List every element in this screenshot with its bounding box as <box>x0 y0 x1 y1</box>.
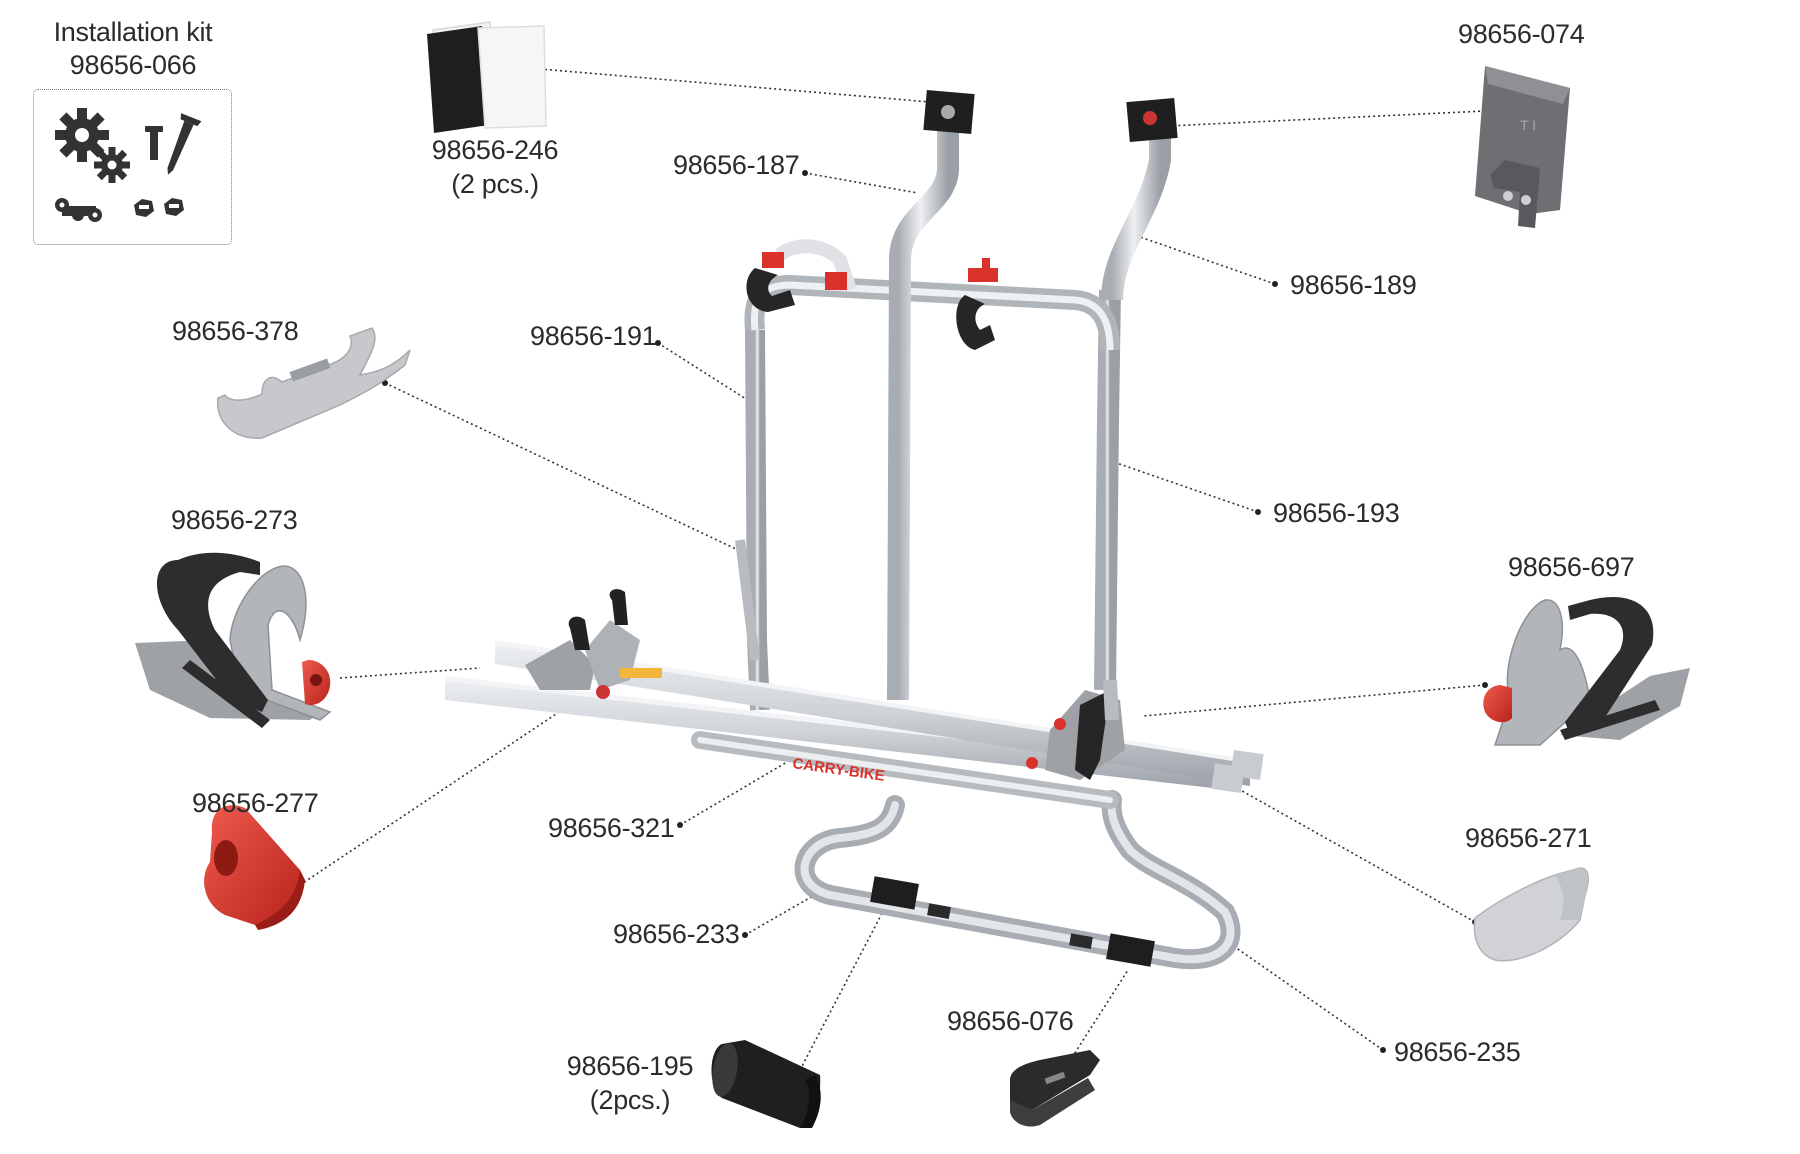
part-label-98656-076: 98656-076 <box>947 1006 1074 1036</box>
nut-icon <box>134 199 154 217</box>
wheel-holder-right-image <box>1483 597 1690 746</box>
installation-kit-title: Installation kit <box>53 17 213 47</box>
gear-icon <box>55 108 109 162</box>
part-qty-98656-246: (2 pcs.) <box>451 169 539 199</box>
grey-clamp-image <box>216 327 411 439</box>
part-label-98656-277: 98656-277 <box>192 788 319 818</box>
gear-icon <box>94 147 130 183</box>
part-label-98656-233: 98656-233 <box>613 919 740 949</box>
part-label-98656-273: 98656-273 <box>171 505 298 535</box>
part-label-98656-191: 98656-191 <box>530 321 657 351</box>
part-label-98656-235: 98656-235 <box>1394 1037 1521 1067</box>
bolt-icon <box>145 126 163 160</box>
red-knob-image <box>204 805 305 930</box>
part-label-98656-697: 98656-697 <box>1508 552 1635 582</box>
part-label-98656-246: 98656-246 <box>431 135 559 165</box>
end-cap-image <box>1473 867 1590 962</box>
wall-bracket-image: T I <box>1475 66 1570 228</box>
washer-chain-icon <box>55 198 102 222</box>
wheel-holder-left-image <box>135 552 332 728</box>
part-label-98656-321: 98656-321 <box>548 813 675 843</box>
part-label-98656-378: 98656-378 <box>172 316 299 346</box>
installation-kit-number: 98656-066 <box>69 50 197 80</box>
part-label-98656-074: 98656-074 <box>1458 19 1585 49</box>
part-label-98656-187: 98656-187 <box>673 150 800 180</box>
adhesive-pads-image <box>427 21 547 133</box>
bike-carrier-image: CARRY-BIKE <box>445 89 1264 970</box>
black-sleeve-image <box>711 1040 821 1128</box>
installation-kit-box <box>33 89 232 245</box>
black-clip-image <box>1010 1050 1100 1127</box>
screw-icon <box>167 113 202 175</box>
svg-text:T I: T I <box>1520 117 1536 133</box>
part-label-98656-189: 98656-189 <box>1290 270 1417 300</box>
leader-lines <box>299 68 1486 1071</box>
installation-kit-icons <box>55 108 202 222</box>
part-label-98656-195: 98656-195 <box>566 1051 694 1081</box>
part-label-98656-271: 98656-271 <box>1465 823 1592 853</box>
part-label-98656-193: 98656-193 <box>1273 498 1400 528</box>
nut-icon <box>164 198 184 216</box>
part-qty-98656-195: (2pcs.) <box>589 1085 671 1115</box>
